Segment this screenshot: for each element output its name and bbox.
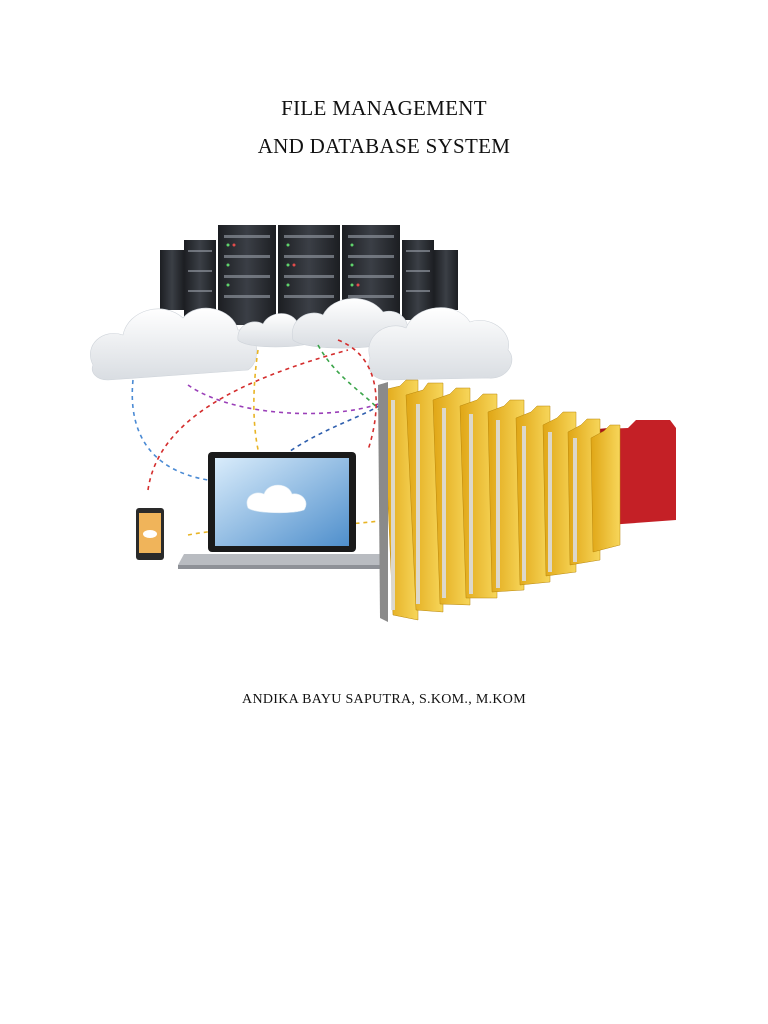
cover-title-line-1: FILE MANAGEMENT bbox=[281, 96, 487, 120]
laptop-icon bbox=[178, 452, 386, 569]
cover-illustration bbox=[90, 225, 676, 622]
phone-icon bbox=[136, 508, 164, 560]
cloud-icon bbox=[90, 298, 513, 381]
folder-icon bbox=[378, 379, 676, 622]
cover-author: ANDIKA BAYU SAPUTRA, S.KOM., M.KOM bbox=[242, 692, 526, 707]
cover-title-line-2: AND DATABASE SYSTEM bbox=[257, 134, 511, 158]
